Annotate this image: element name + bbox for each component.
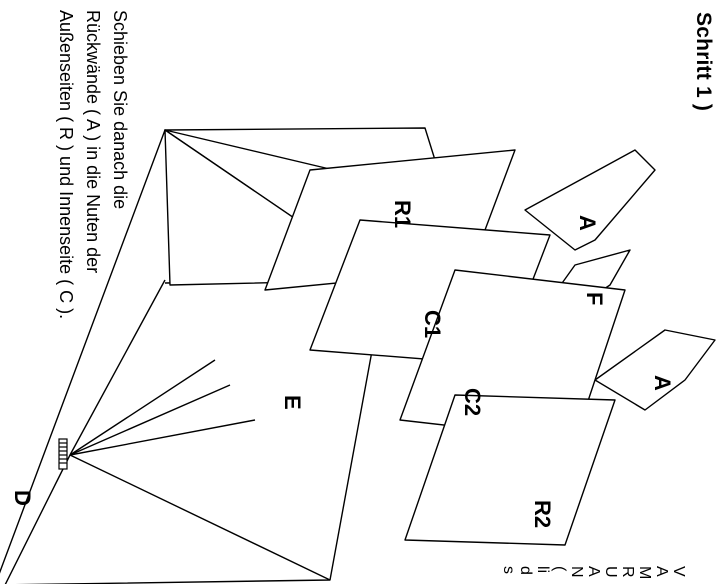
cut-line-7: N [568,566,585,578]
label-r2: R2 [530,500,555,528]
instruction-line-3: Außenseiten ( R ) und Innenseite ( C ). [56,10,76,320]
cut-line-6: A [585,566,602,577]
cut-line-1: V [670,566,687,577]
instructions: Schieben Sie danach die Rückwände ( A ) … [52,10,133,480]
fan-line-6 [4,454,71,584]
instruction-line-1: Schieben Sie danach die [110,10,130,210]
instruction-line-2: Rückwände ( A ) in die Nuten der [83,10,103,274]
label-d: D [10,490,35,506]
fan-line-4 [69,419,256,456]
label-c1: C1 [420,310,445,338]
cut-line-3: M [636,566,653,580]
cut-line-5: U [602,566,619,578]
cut-line-8: ( [551,566,568,572]
label-f: F [582,292,607,305]
cut-line-4: R [619,566,636,578]
fan-line-2 [69,359,216,456]
label-c2: C2 [460,388,485,416]
cut-line-2: A [653,566,670,577]
label-a2: A [650,375,675,391]
panel-a-top [524,149,656,251]
label-e: E [280,395,305,410]
fan-line-1 [69,279,166,456]
fan-line-5 [69,454,331,581]
panel-r2 [404,394,616,546]
cut-line-9: li [534,566,551,574]
cut-line-11: s [500,566,517,574]
cut-off-text: V A M R U A N ( li d s [500,566,687,579]
label-a1: A [575,215,600,231]
cut-line-10: d [517,566,534,575]
dowel-d [58,438,68,470]
label-r1: R1 [390,200,415,228]
panel-a-bottom [594,329,716,411]
fan-line-3 [69,384,231,456]
